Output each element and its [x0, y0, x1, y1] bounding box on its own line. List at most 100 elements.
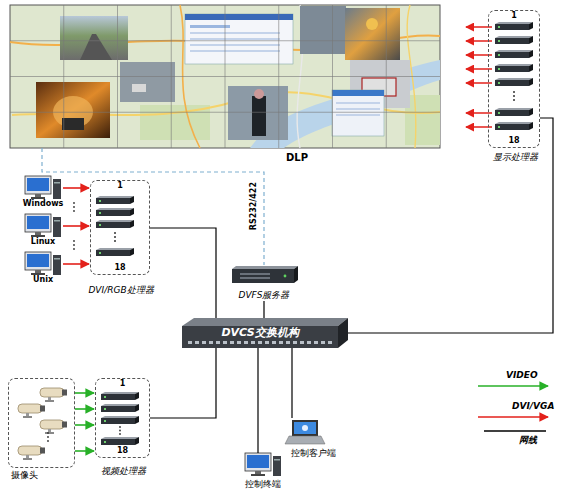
- legend-dvi-sample: [478, 416, 548, 418]
- node-label: DLP: [286, 152, 308, 163]
- connector-line: [257, 348, 258, 453]
- screenshot-row: [336, 108, 380, 110]
- connector-line: [63, 187, 89, 189]
- video-processor-group: 118视频处理器: [95, 378, 150, 458]
- cameras: [18, 388, 67, 460]
- screenshot: [185, 14, 293, 64]
- control-terminal: 控制终端: [245, 453, 281, 477]
- workstation: Linux: [25, 214, 61, 238]
- workstation: Unix: [25, 252, 61, 276]
- node-label: 控制终端: [233, 480, 293, 490]
- connector-line: [150, 348, 216, 418]
- legend-video-sample: [478, 385, 548, 387]
- connector: [264, 301, 265, 318]
- node-label: 显示处理器: [465, 153, 564, 163]
- display-processor-group: 118显示处理器: [488, 10, 540, 148]
- node-label: 18: [96, 447, 149, 456]
- connector: [348, 118, 553, 333]
- screenshot-row: [190, 50, 280, 52]
- connector: [63, 264, 89, 265]
- control-client: 控制客户端: [285, 418, 325, 445]
- connector-line: [63, 225, 89, 227]
- node-label: 1: [489, 12, 539, 21]
- node-label: Unix: [11, 276, 75, 285]
- node-label: 1: [96, 380, 149, 389]
- highway-photo: [80, 34, 112, 60]
- node-label: 摄像头: [11, 471, 38, 481]
- node-label: 控制客户端: [291, 449, 336, 459]
- road-photo: [120, 62, 175, 102]
- workers-photo: [345, 8, 400, 60]
- connector-line: [150, 228, 216, 318]
- legend-label: DVI/VGA: [512, 402, 554, 412]
- screenshot-row: [190, 25, 230, 28]
- wall-frame: [10, 5, 440, 148]
- node-label: 18: [489, 137, 539, 146]
- connector-line: [75, 450, 94, 452]
- node-label: DVFS服务器: [228, 291, 300, 301]
- switch-device: [182, 318, 348, 348]
- connector: [150, 348, 216, 418]
- legend-net-sample: [484, 430, 546, 431]
- dvi-rgb-processor-group: 118DVI/RGB处理器: [90, 180, 150, 275]
- screenshot-row: [336, 114, 380, 116]
- edge-label: RS232/422: [250, 182, 259, 230]
- highway-photo: [60, 16, 128, 60]
- connector-line: [75, 424, 94, 426]
- control-laptop: [285, 420, 325, 444]
- screenshot-bar: [185, 14, 293, 20]
- police-figure: [252, 96, 266, 136]
- map-park: [405, 95, 440, 145]
- connector: [258, 348, 259, 453]
- connector: [150, 228, 216, 318]
- legend-label: VIDEO: [506, 371, 538, 381]
- video-wall-art: [10, 5, 440, 148]
- helmet: [366, 18, 378, 30]
- control-terminal: [245, 453, 281, 476]
- node-label: 1: [91, 182, 149, 191]
- video-wall: DLP: [10, 5, 440, 148]
- node-label: Windows: [11, 200, 75, 209]
- workstation: Windows: [25, 176, 61, 200]
- tunnel-photo: [36, 82, 110, 138]
- car: [62, 118, 84, 130]
- dvi-rgb-processors: [96, 196, 134, 256]
- connector: [63, 188, 89, 189]
- node-label: Linux: [11, 238, 75, 247]
- connector: [292, 348, 293, 418]
- connector-line: [291, 348, 292, 418]
- connector: [63, 226, 89, 227]
- screenshot-row: [190, 38, 280, 40]
- connector: [42, 148, 264, 265]
- dvfs-server: DVFS服务器: [228, 265, 300, 301]
- video-processors: [101, 392, 139, 445]
- screenshot-row: [190, 44, 280, 46]
- police-head: [254, 89, 264, 99]
- connector-line: [263, 301, 264, 318]
- node-label: 18: [91, 264, 149, 273]
- node-label: DVCS交换机构: [182, 327, 338, 339]
- dvfs-server: [232, 266, 298, 283]
- legend-label: 网线: [519, 436, 537, 446]
- connector-line: [348, 118, 553, 333]
- display-processors: [495, 22, 533, 130]
- dvcs-switch: DVCS交换机构: [182, 318, 348, 348]
- node-label: 视频处理器: [76, 467, 171, 477]
- screenshot-row: [190, 32, 280, 34]
- connector-line: [42, 148, 264, 265]
- screenshot: [332, 90, 384, 136]
- screenshot-row: [336, 102, 380, 104]
- camera-group: 摄像头: [8, 378, 75, 468]
- node-label: DVI/RGB处理器: [66, 286, 176, 296]
- connector-line: [63, 263, 89, 265]
- screenshot-bar: [332, 90, 384, 96]
- connector: [75, 393, 94, 451]
- camera-photo: [300, 6, 346, 54]
- panel-grid: [10, 5, 440, 148]
- connector-line: [75, 408, 94, 410]
- car: [132, 84, 146, 92]
- connector-line: [75, 392, 94, 394]
